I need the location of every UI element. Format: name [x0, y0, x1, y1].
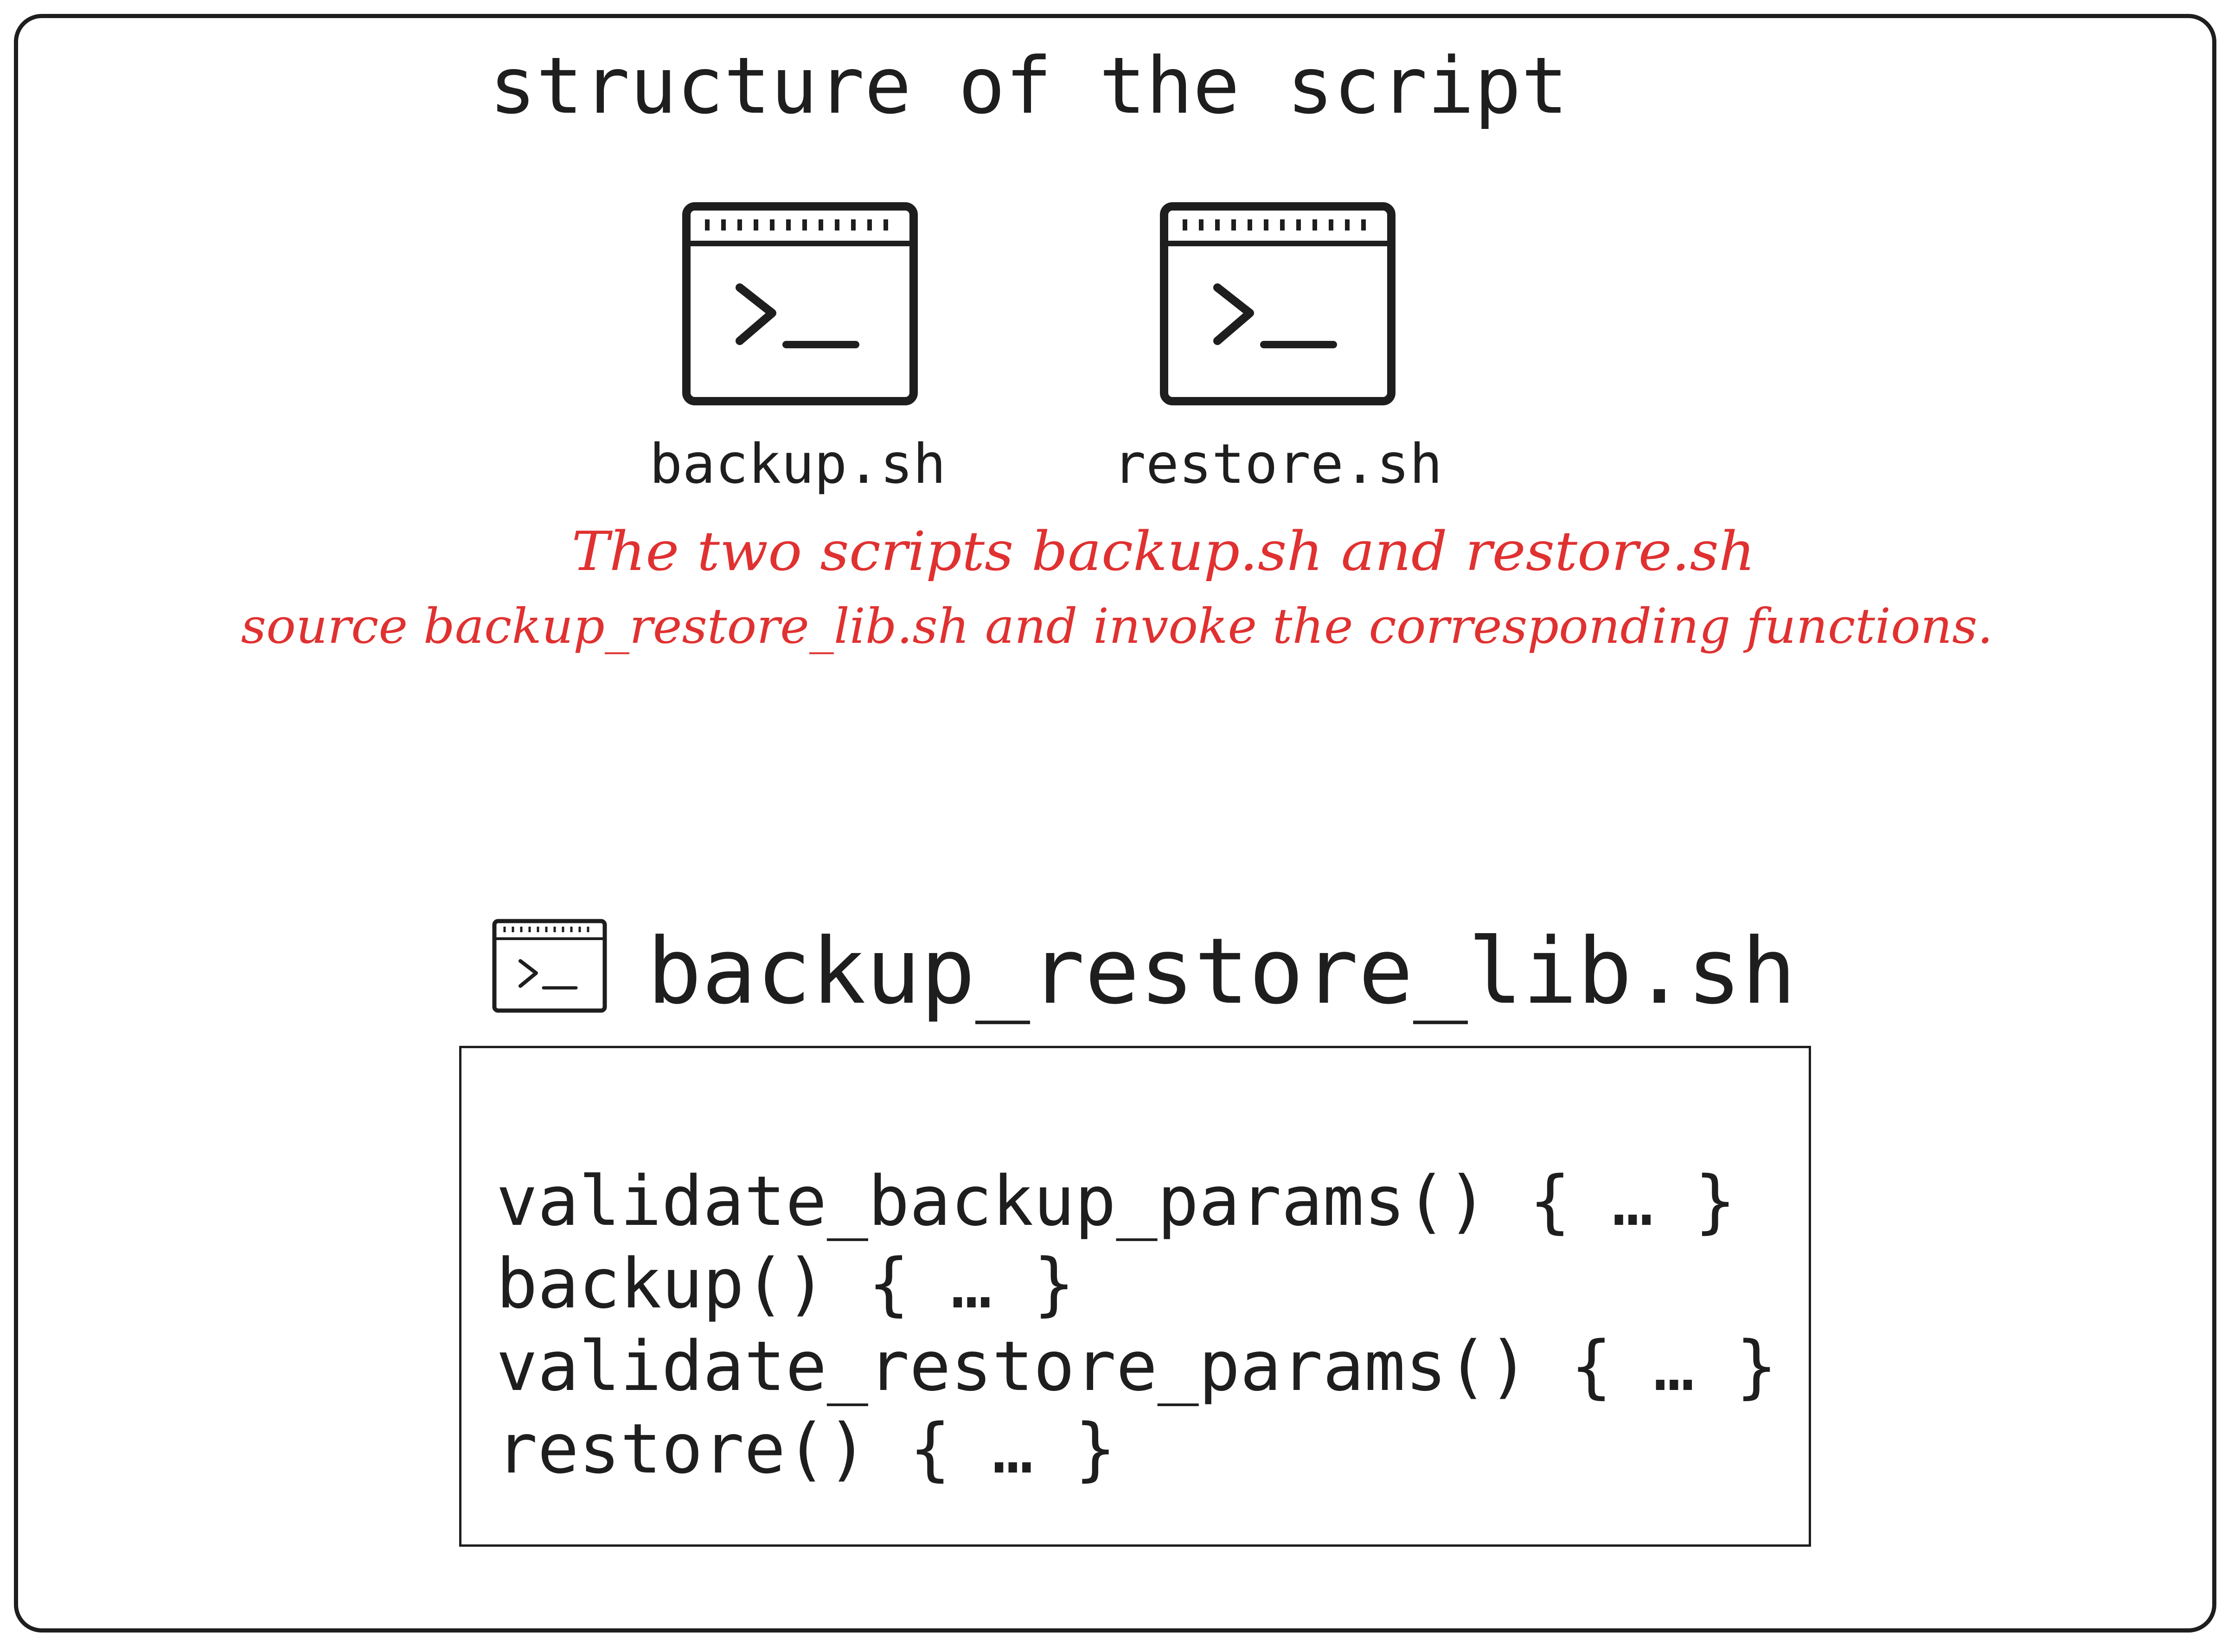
function-validate-backup-params: validate_backup_params() { … } [496, 1161, 1736, 1241]
function-validate-restore-params: validate_restore_params() { … } [496, 1326, 1778, 1406]
diagram-title: structure of the script [489, 40, 1568, 131]
backup-script-label: backup.sh [649, 432, 946, 496]
note-line-2: source backup_restore_lib.sh and invoke … [241, 598, 1993, 654]
note-line-1: The two scripts backup.sh and restore.sh [571, 520, 1755, 583]
library-terminal-icon [492, 918, 608, 1013]
library-title: backup_restore_lib.sh [647, 919, 1797, 1024]
function-backup: backup() { … } [496, 1244, 1075, 1324]
backup-script-terminal-icon [682, 202, 918, 406]
function-restore: restore() { … } [496, 1409, 1116, 1489]
restore-script-terminal-icon [1159, 202, 1396, 406]
diagram-frame [14, 14, 2216, 1633]
restore-script-label: restore.sh [1113, 432, 1443, 496]
library-functions-box [459, 1046, 1811, 1547]
